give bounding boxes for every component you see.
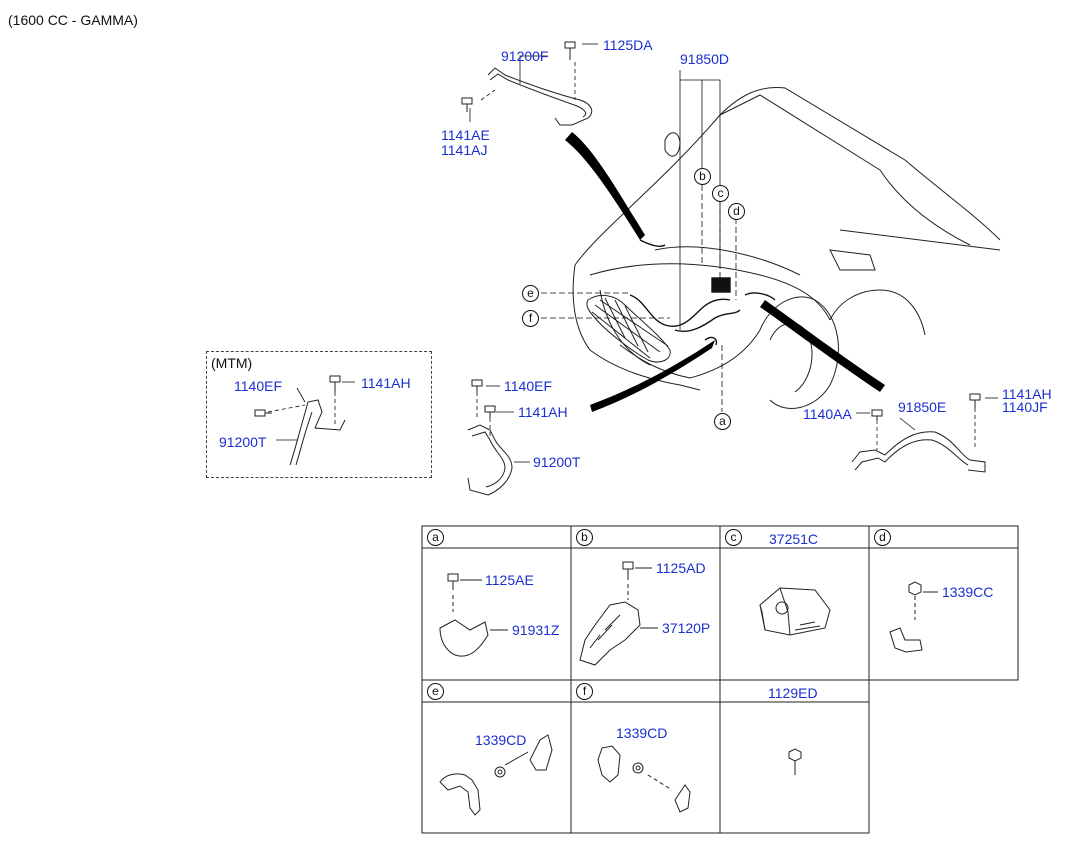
- label-1140EF[interactable]: 1140EF: [504, 378, 552, 394]
- table-letter-c: c: [725, 529, 742, 546]
- grille: [586, 294, 671, 363]
- table-letter-a: a: [427, 529, 444, 546]
- mtm-label-1141AH[interactable]: 1141AH: [361, 375, 411, 391]
- callout-b[interactable]: b: [694, 168, 711, 185]
- cell-a-label-1125AE[interactable]: 1125AE: [485, 572, 534, 588]
- label-1141AH-right[interactable]: 1141AH: [1002, 386, 1052, 402]
- leader-lines: [267, 43, 998, 463]
- cable-91200T-main: [467, 379, 513, 496]
- cell-e-label-1339CD[interactable]: 1339CD: [475, 732, 527, 748]
- mtm-label-91200T[interactable]: 91200T: [219, 434, 267, 450]
- arrow-swoosh-top: [565, 132, 645, 240]
- mtm-cable: [254, 375, 346, 466]
- wiring-harness: [629, 239, 776, 346]
- callout-e[interactable]: e: [522, 285, 539, 302]
- cell-b-label-37120P[interactable]: 37120P: [662, 620, 711, 636]
- cell-a-label-91931Z[interactable]: 91931Z: [512, 622, 560, 638]
- label-91850E[interactable]: 91850E: [898, 399, 947, 415]
- mtm-title: (MTM): [211, 355, 253, 371]
- callout-a[interactable]: a: [714, 413, 731, 430]
- label-91200T[interactable]: 91200T: [533, 454, 581, 470]
- cell-drawings: [439, 561, 938, 816]
- table-header-part-c[interactable]: 37251C: [769, 531, 819, 547]
- label-1125DA[interactable]: 1125DA: [603, 37, 653, 53]
- table-header-part-1129ED[interactable]: 1129ED: [768, 685, 818, 701]
- diagram-title: (1600 CC - GAMMA): [8, 12, 138, 28]
- mtm-box: [206, 351, 432, 478]
- callout-f[interactable]: f: [522, 310, 539, 327]
- label-1141AJ[interactable]: 1141AJ: [441, 142, 488, 158]
- table-letter-e: e: [427, 683, 444, 700]
- cable-91850E: [851, 393, 986, 473]
- callout-c[interactable]: c: [712, 185, 729, 202]
- callout-d[interactable]: d: [728, 203, 745, 220]
- label-1140AA[interactable]: 1140AA: [803, 406, 852, 422]
- label-1141AE[interactable]: 1141AE: [441, 127, 490, 143]
- table-letter-b: b: [576, 529, 593, 546]
- cable-91200F: [461, 41, 593, 126]
- label-1141AH[interactable]: 1141AH: [518, 404, 568, 420]
- cell-d-label-1339CC[interactable]: 1339CC: [942, 584, 994, 600]
- label-91200F[interactable]: 91200F: [501, 48, 549, 64]
- arrow-swoosh-left: [590, 340, 715, 412]
- arrow-swoosh-right: [760, 300, 885, 392]
- label-1140JF[interactable]: 1140JF: [1002, 399, 1048, 415]
- label-91850D[interactable]: 91850D: [680, 51, 730, 67]
- cell-b-label-1125AD[interactable]: 1125AD: [656, 560, 706, 576]
- table-letter-d: d: [874, 529, 891, 546]
- mtm-label-1140EF[interactable]: 1140EF: [234, 378, 282, 394]
- parts-table-grid: [421, 525, 1019, 834]
- cell-f-label-1339CD[interactable]: 1339CD: [616, 725, 668, 741]
- table-letter-f: f: [576, 683, 593, 700]
- car-outline: [572, 86, 1001, 409]
